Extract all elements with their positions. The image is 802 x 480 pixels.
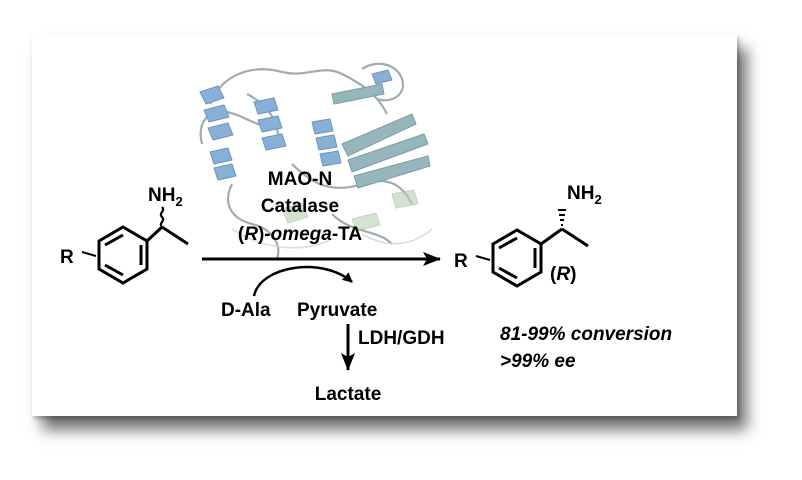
product-stereo-descriptor: (R) <box>550 264 576 285</box>
product-hashed-wedge-bond <box>558 209 566 226</box>
substrate-amine-label: NH2 <box>148 185 183 209</box>
final-product-lactate: Lactate <box>315 384 382 405</box>
product-benzene-ring <box>491 228 543 288</box>
product-methyl-bond <box>561 227 589 248</box>
removal-enzymes-ldh-gdh: LDH/GDH <box>358 328 445 349</box>
byproduct-pyruvate: Pyruvate <box>297 300 377 321</box>
protein-structure-image <box>199 62 433 260</box>
substrate-molecule <box>81 206 189 285</box>
result-enantiomeric-excess: >99% ee <box>500 351 576 372</box>
enzyme-omega-transaminase: (R)-omega-TA <box>238 224 362 245</box>
substrate-wavy-bond <box>159 206 165 228</box>
product-molecule <box>475 227 589 288</box>
curved-cofactor-arrow <box>252 265 353 297</box>
substrate-methyl-bond <box>161 225 189 246</box>
substrate-benzene-ring <box>97 225 149 285</box>
scheme-card: R NH2 MAO-N Catalase (R)-omega-TA D-Ala … <box>32 34 737 416</box>
substrate-bond-to-chiral-carbon <box>145 225 164 243</box>
product-r-group: R <box>454 251 468 272</box>
enzyme-mao-n: MAO-N <box>268 169 332 190</box>
result-conversion: 81-99% conversion <box>500 324 672 345</box>
product-amine-label: NH2 <box>567 183 602 207</box>
product-bond-to-chiral-carbon <box>540 227 563 246</box>
substrate-r-group: R <box>60 247 74 268</box>
enzyme-catalase: Catalase <box>261 196 339 217</box>
reaction-scheme: R NH2 MAO-N Catalase (R)-omega-TA D-Ala … <box>60 62 672 405</box>
amine-donor-d-ala: D-Ala <box>221 300 271 321</box>
